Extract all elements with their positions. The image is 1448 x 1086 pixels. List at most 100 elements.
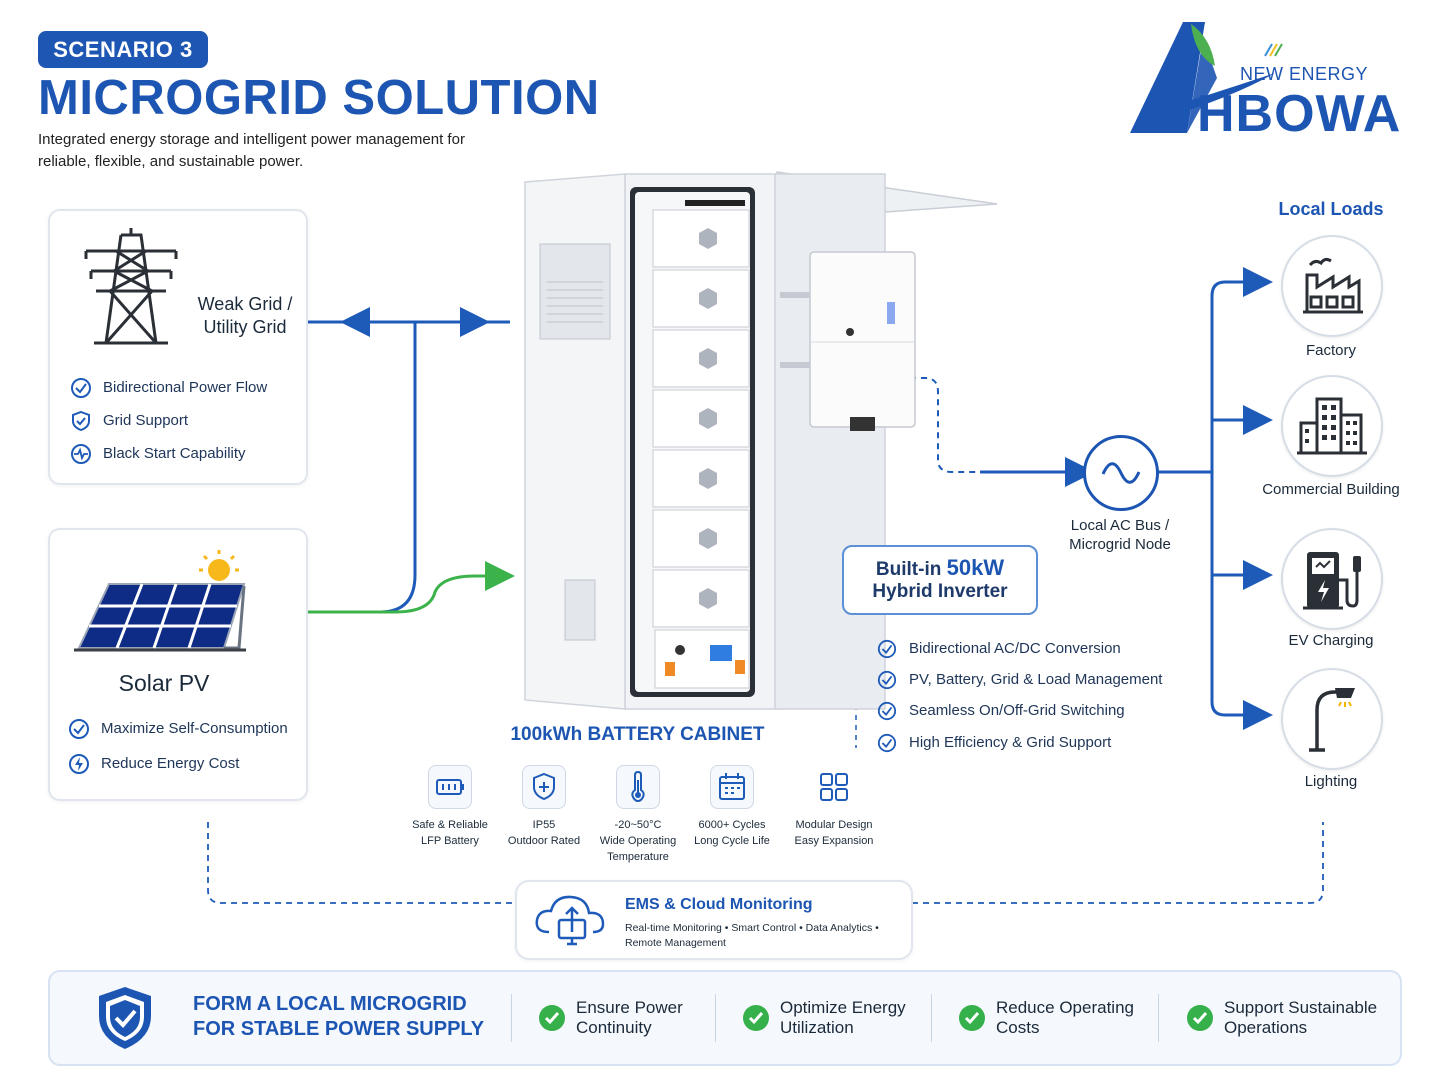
inverter-feature: High Efficiency & Grid Support [876, 733, 1111, 753]
load-label: EV Charging [1288, 632, 1374, 649]
grid-feature-label: Grid Support [103, 411, 189, 429]
benefit-line1: Support Sustainable [1224, 998, 1378, 1017]
spec-item: IP55 Outdoor Rated [494, 765, 594, 849]
inverter-label-prefix: Built-in [875, 559, 947, 580]
grid-feature: Grid Support [70, 410, 188, 432]
inverter-label-line1: Built-in 50kW [844, 555, 1036, 581]
spec-item: 6000+ Cycles Long Cycle Life [682, 765, 782, 849]
inverter-feature: Seamless On/Off-Grid Switching [876, 701, 1125, 721]
spec-item: -20~50°C Wide Operating Temperature [588, 765, 688, 865]
ev-charger-icon [1303, 552, 1361, 610]
spec-line2: Easy Expansion [794, 835, 874, 847]
check-badge-icon [959, 1005, 985, 1031]
logo-brand: HBOWA [1197, 85, 1402, 143]
inverter-power: 50kW [946, 555, 1005, 580]
ems-title: EMS & Cloud Monitoring [625, 896, 813, 913]
grid-connection-line [306, 307, 510, 614]
spec-line2: Wide Operating [599, 835, 677, 847]
ev-charging-node [1281, 528, 1383, 630]
check-circle-icon [877, 701, 897, 721]
ac-bus-label: Local AC Bus / Microgrid Node [1069, 517, 1171, 553]
lighting-node [1281, 668, 1383, 770]
benefit-line2: Operations [1224, 1018, 1308, 1037]
bus-to-loads-line [1158, 267, 1273, 730]
ems-box: EMS & Cloud Monitoring Real-time Monitor… [515, 880, 913, 960]
lightning-circle-icon [69, 754, 89, 774]
bottom-summary-bar: FORM A LOCAL MICROGRID FOR STABLE POWER … [48, 970, 1402, 1066]
thermometer-icon [631, 770, 645, 803]
benefit-line2: Continuity [576, 1018, 652, 1037]
check-circle-icon [877, 733, 897, 753]
load-label: Factory [1305, 342, 1356, 359]
building-icon [1297, 397, 1367, 455]
calendar-icon [719, 773, 745, 800]
logo-mark-icon [1130, 22, 1283, 133]
cloud-monitor-icon [535, 895, 605, 946]
inverter-feature-label: Bidirectional AC/DC Conversion [909, 639, 1121, 657]
spec-line2: LFP Battery [421, 835, 479, 847]
grid-feature-label: Bidirectional Power Flow [103, 378, 268, 396]
shield-plus-icon [533, 772, 555, 801]
inverter-feature-label: High Efficiency & Grid Support [909, 733, 1112, 751]
company-logo: NEW ENERGY HBOWA [1125, 18, 1415, 143]
inverter-to-bus-line [888, 377, 1095, 487]
check-badge-icon [1187, 1005, 1213, 1031]
page-subtitle: Integrated energy storage and intelligen… [38, 131, 465, 170]
spec-icon-box [616, 765, 660, 809]
scenario-badge: SCENARIO 3 [38, 31, 208, 68]
bottom-headline-2: FOR STABLE POWER SUPPLY [193, 1018, 485, 1040]
benefit-line1: Optimize Energy [780, 998, 906, 1017]
pulse-icon [71, 444, 91, 464]
solar-panel-icon [74, 550, 246, 652]
ems-loop-line [207, 822, 1324, 904]
sine-wave-icon [1101, 462, 1141, 484]
logo-tagline: NEW ENERGY [1240, 64, 1369, 84]
sun-icon [199, 550, 239, 581]
factory-node [1281, 235, 1383, 337]
load-label: Commercial Building [1262, 481, 1400, 498]
ems-line2: Remote Management [625, 937, 726, 949]
spec-icon-box [812, 765, 856, 809]
cabinet-label: 100kWh BATTERY CABINET [510, 724, 765, 745]
page-title: MICROGRID SOLUTION [38, 71, 600, 125]
check-circle-icon [69, 719, 89, 739]
battery-modules [652, 209, 750, 628]
inverter-label-box: Built-in 50kW Hybrid Inverter [842, 545, 1038, 615]
bottom-divider [715, 994, 716, 1042]
inverter-feature: PV, Battery, Grid & Load Management [876, 670, 1162, 690]
bottom-divider [1158, 994, 1159, 1042]
ac-bus-node [1083, 435, 1159, 511]
spec-line2: Outdoor Rated [507, 835, 581, 847]
solar-feature: Maximize Self-Consumption [68, 718, 288, 740]
inverter-feature: Bidirectional AC/DC Conversion [876, 639, 1121, 659]
spec-line3: Temperature [607, 851, 669, 863]
benefit-line1: Reduce Operating [996, 998, 1134, 1017]
modules-icon [820, 773, 848, 801]
check-badge-icon [743, 1005, 769, 1031]
inverter-feature-label: Seamless On/Off-Grid Switching [909, 701, 1125, 719]
bottom-divider [511, 994, 512, 1042]
bottom-divider [931, 994, 932, 1042]
solar-feature: Reduce Energy Cost [68, 753, 239, 775]
factory-icon [1303, 257, 1363, 314]
shield-check-icon [99, 987, 151, 1049]
check-circle-icon [877, 670, 897, 690]
spec-icon-box [522, 765, 566, 809]
check-circle-icon [71, 378, 91, 398]
street-lamp-icon [1309, 688, 1355, 752]
spec-line1: -20~50°C [614, 819, 662, 831]
spec-line1: Safe & Reliable [412, 819, 488, 831]
solar-feature-label: Reduce Energy Cost [101, 754, 240, 772]
spec-icon-box [710, 765, 754, 809]
check-circle-icon [877, 639, 897, 659]
building-node [1281, 375, 1383, 477]
grid-title: Weak Grid / Utility Grid [197, 294, 293, 337]
grid-feature: Bidirectional Power Flow [70, 377, 267, 399]
shield-check-icon [72, 410, 90, 432]
loads-title: Local Loads [1278, 199, 1384, 219]
benefit-line2: Costs [996, 1018, 1040, 1037]
benefit-line2: Utilization [780, 1018, 854, 1037]
grid-card: Weak Grid / Utility Grid Bidirectional P… [48, 209, 308, 485]
solar-feature-label: Maximize Self-Consumption [101, 719, 288, 737]
battery-icon [436, 779, 464, 795]
